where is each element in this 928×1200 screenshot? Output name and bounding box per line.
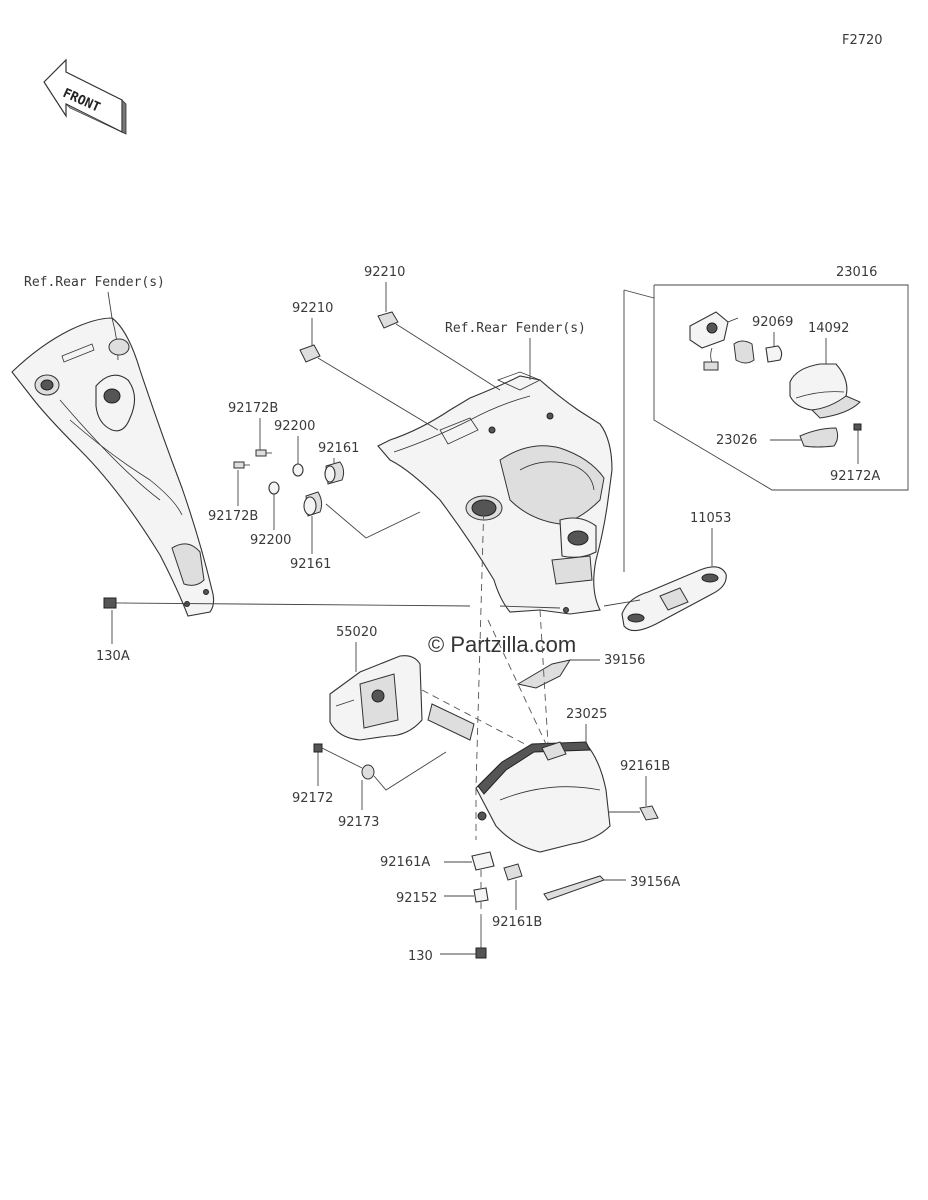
lens-14092 bbox=[789, 363, 861, 419]
bolt-92172B-top bbox=[255, 449, 272, 457]
diagram-code: F2720 bbox=[842, 33, 883, 48]
label-130A: 130A bbox=[96, 649, 130, 664]
washer-92200-bottom bbox=[268, 481, 280, 495]
label-23016: 23016 bbox=[836, 265, 877, 280]
screw-92172A bbox=[853, 423, 862, 431]
grommet-92161-bottom bbox=[303, 491, 323, 517]
label-23025: 23025 bbox=[566, 707, 607, 722]
clip-92210-a bbox=[299, 344, 321, 363]
rear-fender-left bbox=[11, 317, 215, 617]
label-92161-bottom: 92161 bbox=[290, 557, 331, 572]
pad-39156A bbox=[543, 875, 605, 901]
front-arrow-icon: FRONT bbox=[43, 58, 127, 135]
label-92161A: 92161A bbox=[380, 855, 430, 870]
bolt-92172 bbox=[313, 743, 323, 753]
label-92172B-top: 92172B bbox=[228, 401, 278, 416]
bracket-11053 bbox=[621, 566, 727, 632]
label-92161B-bottom: 92161B bbox=[492, 915, 542, 930]
ref-rear-fender-left: Ref.Rear Fender(s) bbox=[24, 275, 165, 290]
watermark: © Partzilla.com bbox=[428, 632, 576, 657]
label-92173: 92173 bbox=[338, 815, 379, 830]
tail-light-23025 bbox=[475, 741, 611, 853]
grommet-92161A bbox=[471, 851, 495, 871]
label-23026: 23026 bbox=[716, 433, 757, 448]
label-14092: 14092 bbox=[808, 321, 849, 336]
bolt-130A bbox=[103, 597, 124, 609]
label-92172: 92172 bbox=[292, 791, 333, 806]
label-92172B-bottom: 92172B bbox=[208, 509, 258, 524]
label-92200-bottom: 92200 bbox=[250, 533, 291, 548]
label-92200-top: 92200 bbox=[274, 419, 315, 434]
label-92210-b: 92210 bbox=[364, 265, 405, 280]
label-92172A: 92172A bbox=[830, 469, 880, 484]
label-92152: 92152 bbox=[396, 891, 437, 906]
collar-92173 bbox=[361, 764, 375, 780]
label-55020: 55020 bbox=[336, 625, 377, 640]
grommet-92161B-bottom bbox=[503, 863, 523, 881]
label-92069: 92069 bbox=[752, 315, 793, 330]
bracket-55020 bbox=[329, 655, 475, 741]
bulb-92069 bbox=[765, 345, 783, 363]
svg-text:© Partzilla.com: © Partzilla.com bbox=[428, 632, 576, 657]
license-light-socket bbox=[689, 311, 755, 371]
label-39156: 39156 bbox=[604, 653, 645, 668]
grommet-92161B-right bbox=[639, 805, 659, 821]
collar-92152 bbox=[473, 887, 489, 903]
label-92161B-right: 92161B bbox=[620, 759, 670, 774]
ref-rear-fender-center: Ref.Rear Fender(s) bbox=[445, 321, 586, 336]
label-130: 130 bbox=[408, 949, 433, 964]
washer-92200-top bbox=[292, 463, 304, 477]
grommet-92161-top bbox=[324, 461, 345, 485]
clip-92210-b bbox=[377, 311, 399, 329]
label-92210-a: 92210 bbox=[292, 301, 333, 316]
gasket-23026 bbox=[799, 427, 839, 448]
bolt-130 bbox=[475, 916, 487, 959]
rear-fender-center bbox=[377, 371, 613, 615]
label-92161-top: 92161 bbox=[318, 441, 359, 456]
label-11053: 11053 bbox=[690, 511, 731, 526]
label-39156A: 39156A bbox=[630, 875, 680, 890]
bolt-92172B-bottom bbox=[233, 461, 250, 469]
